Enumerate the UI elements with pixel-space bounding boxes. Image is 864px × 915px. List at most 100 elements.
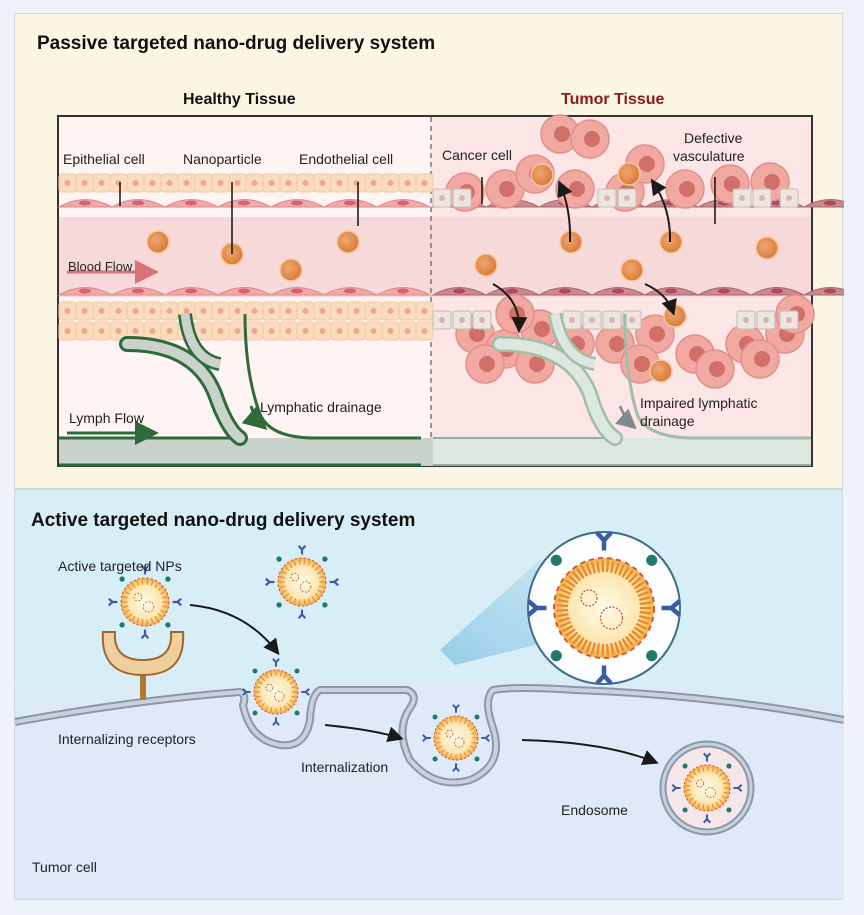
nanoparticles [146,162,779,383]
ligand-icon [682,807,688,813]
label-vasculature: vasculature [673,148,745,164]
antibody-icon [272,717,280,726]
label-lymphatic-drainage: Lymphatic drainage [260,399,382,415]
label-active-nps: Active targeted NPs [58,558,182,574]
ligand-icon [432,714,438,720]
antibody-icon [671,784,681,792]
ligand-icon [322,602,328,608]
blood-vessel [59,217,811,297]
extravasation-arrow-2 [650,178,672,243]
ligand-icon [474,714,480,720]
extravasation-arrow-1 [557,180,573,243]
label-drainage: drainage [640,413,695,429]
antibody-icon [301,688,310,696]
nanoparticle [663,304,687,328]
lymphatic-drainage-arrow [241,405,268,430]
antibody-icon [733,784,743,792]
epithelial-layer [57,173,434,341]
nanoparticle [755,236,779,260]
antibody-icon [265,577,275,587]
passive-diagram [57,114,844,467]
label-blood-flow: Blood Flow [68,259,133,274]
ligand-icon [119,622,125,628]
ligand-icon [474,756,480,762]
antibody-icon [329,577,339,587]
antibody-icon [703,814,711,824]
passive-section: Passive targeted nano-drug delivery syst… [15,14,844,490]
ligand-icon [252,668,258,674]
label-impaired-lymphatic: Impaired lymphatic [640,395,758,411]
antibody-icon [242,688,251,696]
ligand-icon [322,556,328,562]
nanoparticle [530,163,554,187]
antibody-icon [172,597,182,607]
ligand-icon [252,710,258,716]
antibody-icon [108,597,118,607]
nanoparticle [617,162,641,186]
targeted-nanoparticle [108,565,182,639]
receptor-icon [101,631,185,700]
ligand-icon [646,554,658,566]
targeted-nanoparticle [242,658,310,726]
ligand-icon [119,576,125,582]
targeted-nanoparticle [671,752,743,824]
antibody-icon [481,734,490,742]
tumor-cell-cytoplasm [15,678,844,899]
label-defective: Defective [684,130,743,146]
targeted-nanoparticles [108,531,743,824]
antibody-icon [595,665,613,685]
ligand-icon [294,668,300,674]
antibody-icon [422,734,431,742]
tumor-tissue-heading: Tumor Tissue [561,91,665,108]
label-endothelial-cell: Endothelial cell [299,151,394,167]
active-title: Active targeted nano-drug delivery syste… [31,510,416,531]
ligand-icon [550,650,562,662]
nanoparticle [336,230,360,254]
ligand-icon [682,763,688,769]
active-diagram [15,531,844,899]
antibody-icon [272,658,280,667]
targeted-nanoparticle [527,531,681,685]
lymphatic-vessel-tumor [433,312,811,466]
ligand-icon [726,763,732,769]
label-internalizing-receptors: Internalizing receptors [58,731,196,747]
antibody-icon [527,599,547,617]
nanoparticle [620,258,644,282]
endosome-arrow [521,739,659,765]
antibody-icon [452,763,460,772]
ligand-icon [550,554,562,566]
antibody-icon [452,704,460,713]
figure-panel: Passive targeted nano-drug delivery syst… [14,13,844,900]
ligand-icon [165,576,171,582]
label-endosome: Endosome [561,802,628,818]
ligand-icon [294,710,300,716]
nanoparticle [146,230,170,254]
label-cancer-cell: Cancer cell [442,147,513,163]
ligand-icon [432,756,438,762]
antibody-icon [297,545,307,555]
antibody-icon [140,565,150,575]
nanoparticle [279,258,303,282]
impaired-drainage-arrow [615,405,637,430]
active-section: Active targeted nano-drug delivery syste… [15,490,844,899]
nanoparticle [474,253,498,277]
internalization-arrow [324,724,404,742]
ligand-icon [165,622,171,628]
extravasation-arrow-4 [644,283,677,316]
targeted-nanoparticle [422,704,490,772]
antibody-icon [595,531,613,551]
healthy-tissue-heading: Healthy Tissue [183,91,296,108]
antibody-icon [297,609,307,619]
targeted-nanoparticle [265,545,339,619]
antibody-icon [661,599,681,617]
passive-title: Passive targeted nano-drug delivery syst… [37,33,436,54]
ligand-icon [276,556,282,562]
ligand-icon [646,650,658,662]
binding-arrow [189,604,280,656]
label-tumor-cell: Tumor cell [32,859,97,875]
label-epithelial-cell: Epithelial cell [63,151,145,167]
ligand-icon [276,602,282,608]
nanoparticle [649,359,673,383]
label-nanoparticle: Nanoparticle [183,151,262,167]
antibody-icon [140,629,150,639]
